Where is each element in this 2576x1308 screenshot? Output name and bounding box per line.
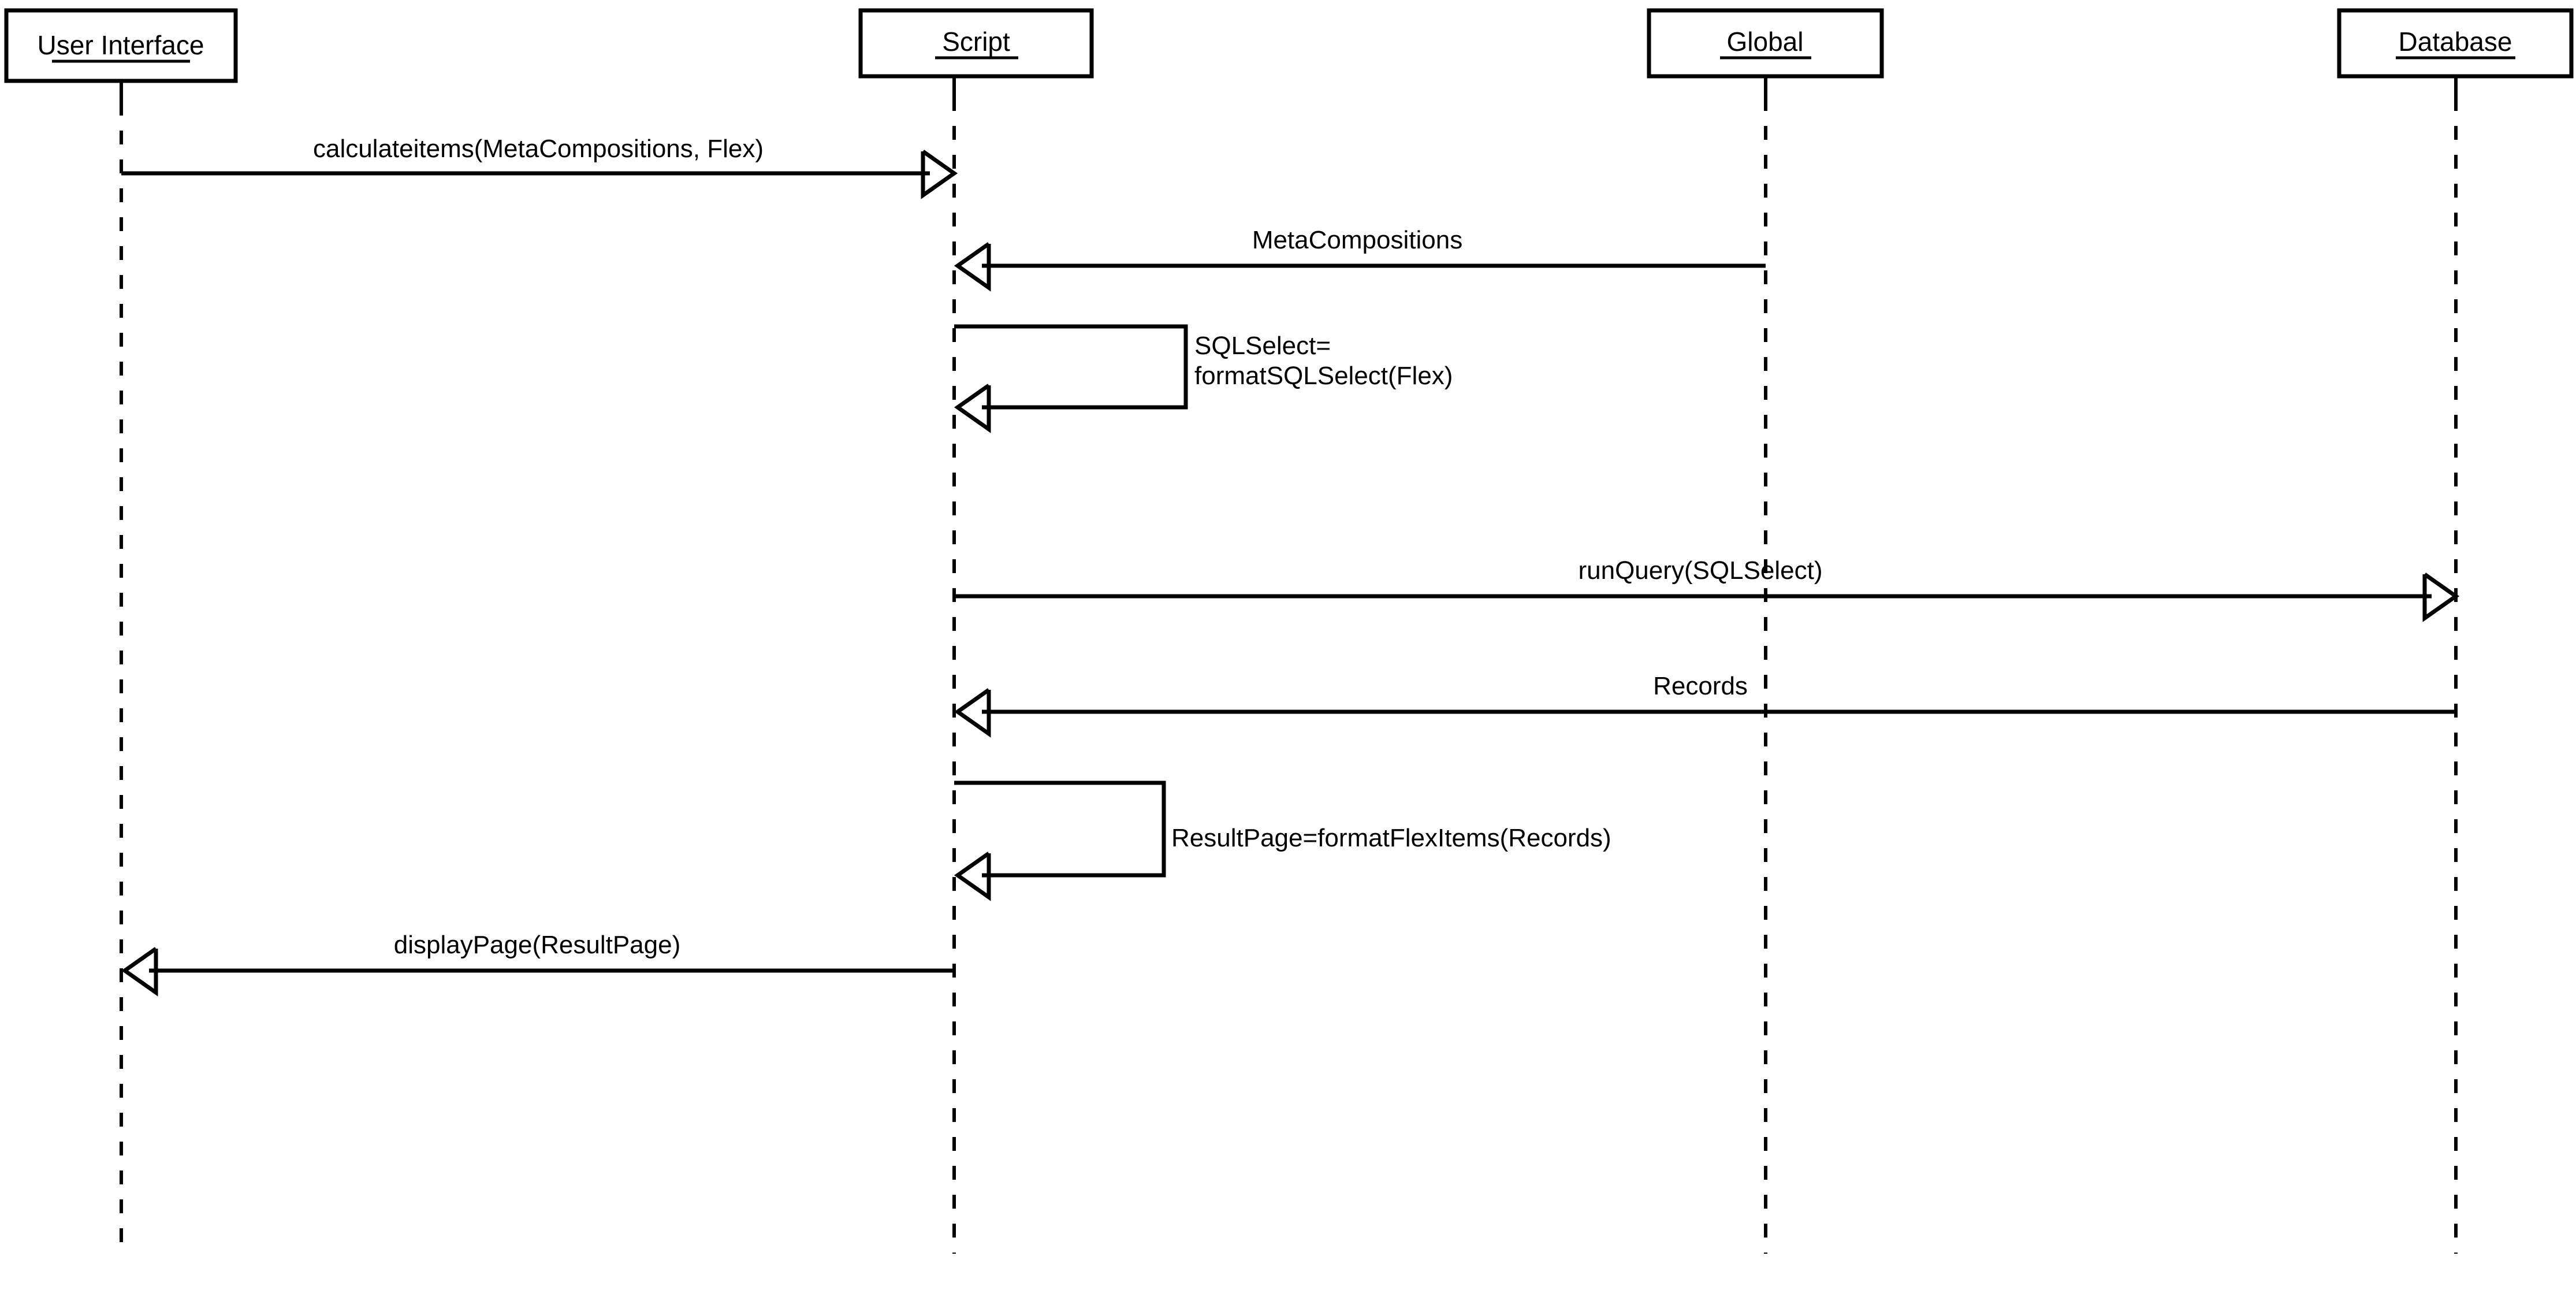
self-call-label-line-2: formatSQLSelect(Flex)	[1194, 362, 1453, 390]
message-label-displaypage: displayPage(ResultPage)	[394, 931, 681, 959]
lifeline-box-script[interactable]	[858, 8, 1094, 79]
message-label-calculateitems: calculateitems(MetaCompositions, Flex)	[313, 135, 764, 163]
arrowhead-left-icon	[954, 852, 991, 901]
self-call-path-formatflexitems[interactable]	[954, 781, 1166, 878]
arrowhead-right-icon	[921, 150, 958, 199]
arrowhead-left-icon	[954, 688, 991, 738]
message-calculateitems[interactable]: calculateitems(MetaCompositions, Flex)	[121, 135, 958, 199]
message-label-runquery: runQuery(SQLSelect)	[1578, 556, 1822, 585]
arrowhead-left-icon	[954, 384, 991, 433]
lifeline-global[interactable]: Global	[1647, 8, 1884, 1254]
lifeline-label-global: Global	[1727, 27, 1804, 57]
arrowhead-left-icon	[954, 242, 991, 292]
lifeline-user-interface[interactable]: User Interface	[4, 8, 238, 1254]
self-call-path-formatsqlselect[interactable]	[954, 324, 1188, 410]
arrowhead-left-icon	[121, 947, 158, 997]
lifeline-box-user-interface[interactable]	[4, 8, 238, 83]
message-label-metacompositions: MetaCompositions	[1252, 226, 1462, 254]
lifeline-database[interactable]: Database	[2337, 8, 2574, 1254]
self-call-label-formatflexitems: ResultPage=formatFlexItems(Records)	[1171, 824, 1611, 852]
lifeline-label-database: Database	[2399, 27, 2512, 57]
lifeline-box-global[interactable]	[1647, 8, 1884, 79]
self-call-formatsqlselect[interactable]: SQLSelect= formatSQLSelect(Flex)	[954, 324, 1453, 433]
message-label-records: Records	[1653, 672, 1748, 700]
message-runquery[interactable]: runQuery(SQLSelect)	[954, 556, 2460, 622]
message-records[interactable]: Records	[954, 672, 2456, 738]
self-call-formatflexitems[interactable]: ResultPage=formatFlexItems(Records)	[954, 781, 1611, 901]
self-call-label-line-1: SQLSelect=	[1194, 332, 1331, 360]
message-metacompositions[interactable]: MetaCompositions	[954, 226, 1766, 292]
arrowhead-right-icon	[2422, 573, 2460, 622]
lifeline-script[interactable]: Script	[858, 8, 1094, 1254]
lifeline-label-user-interface: User Interface	[38, 30, 204, 60]
lifeline-label-script: Script	[942, 27, 1010, 57]
message-displaypage[interactable]: displayPage(ResultPage)	[121, 931, 954, 997]
